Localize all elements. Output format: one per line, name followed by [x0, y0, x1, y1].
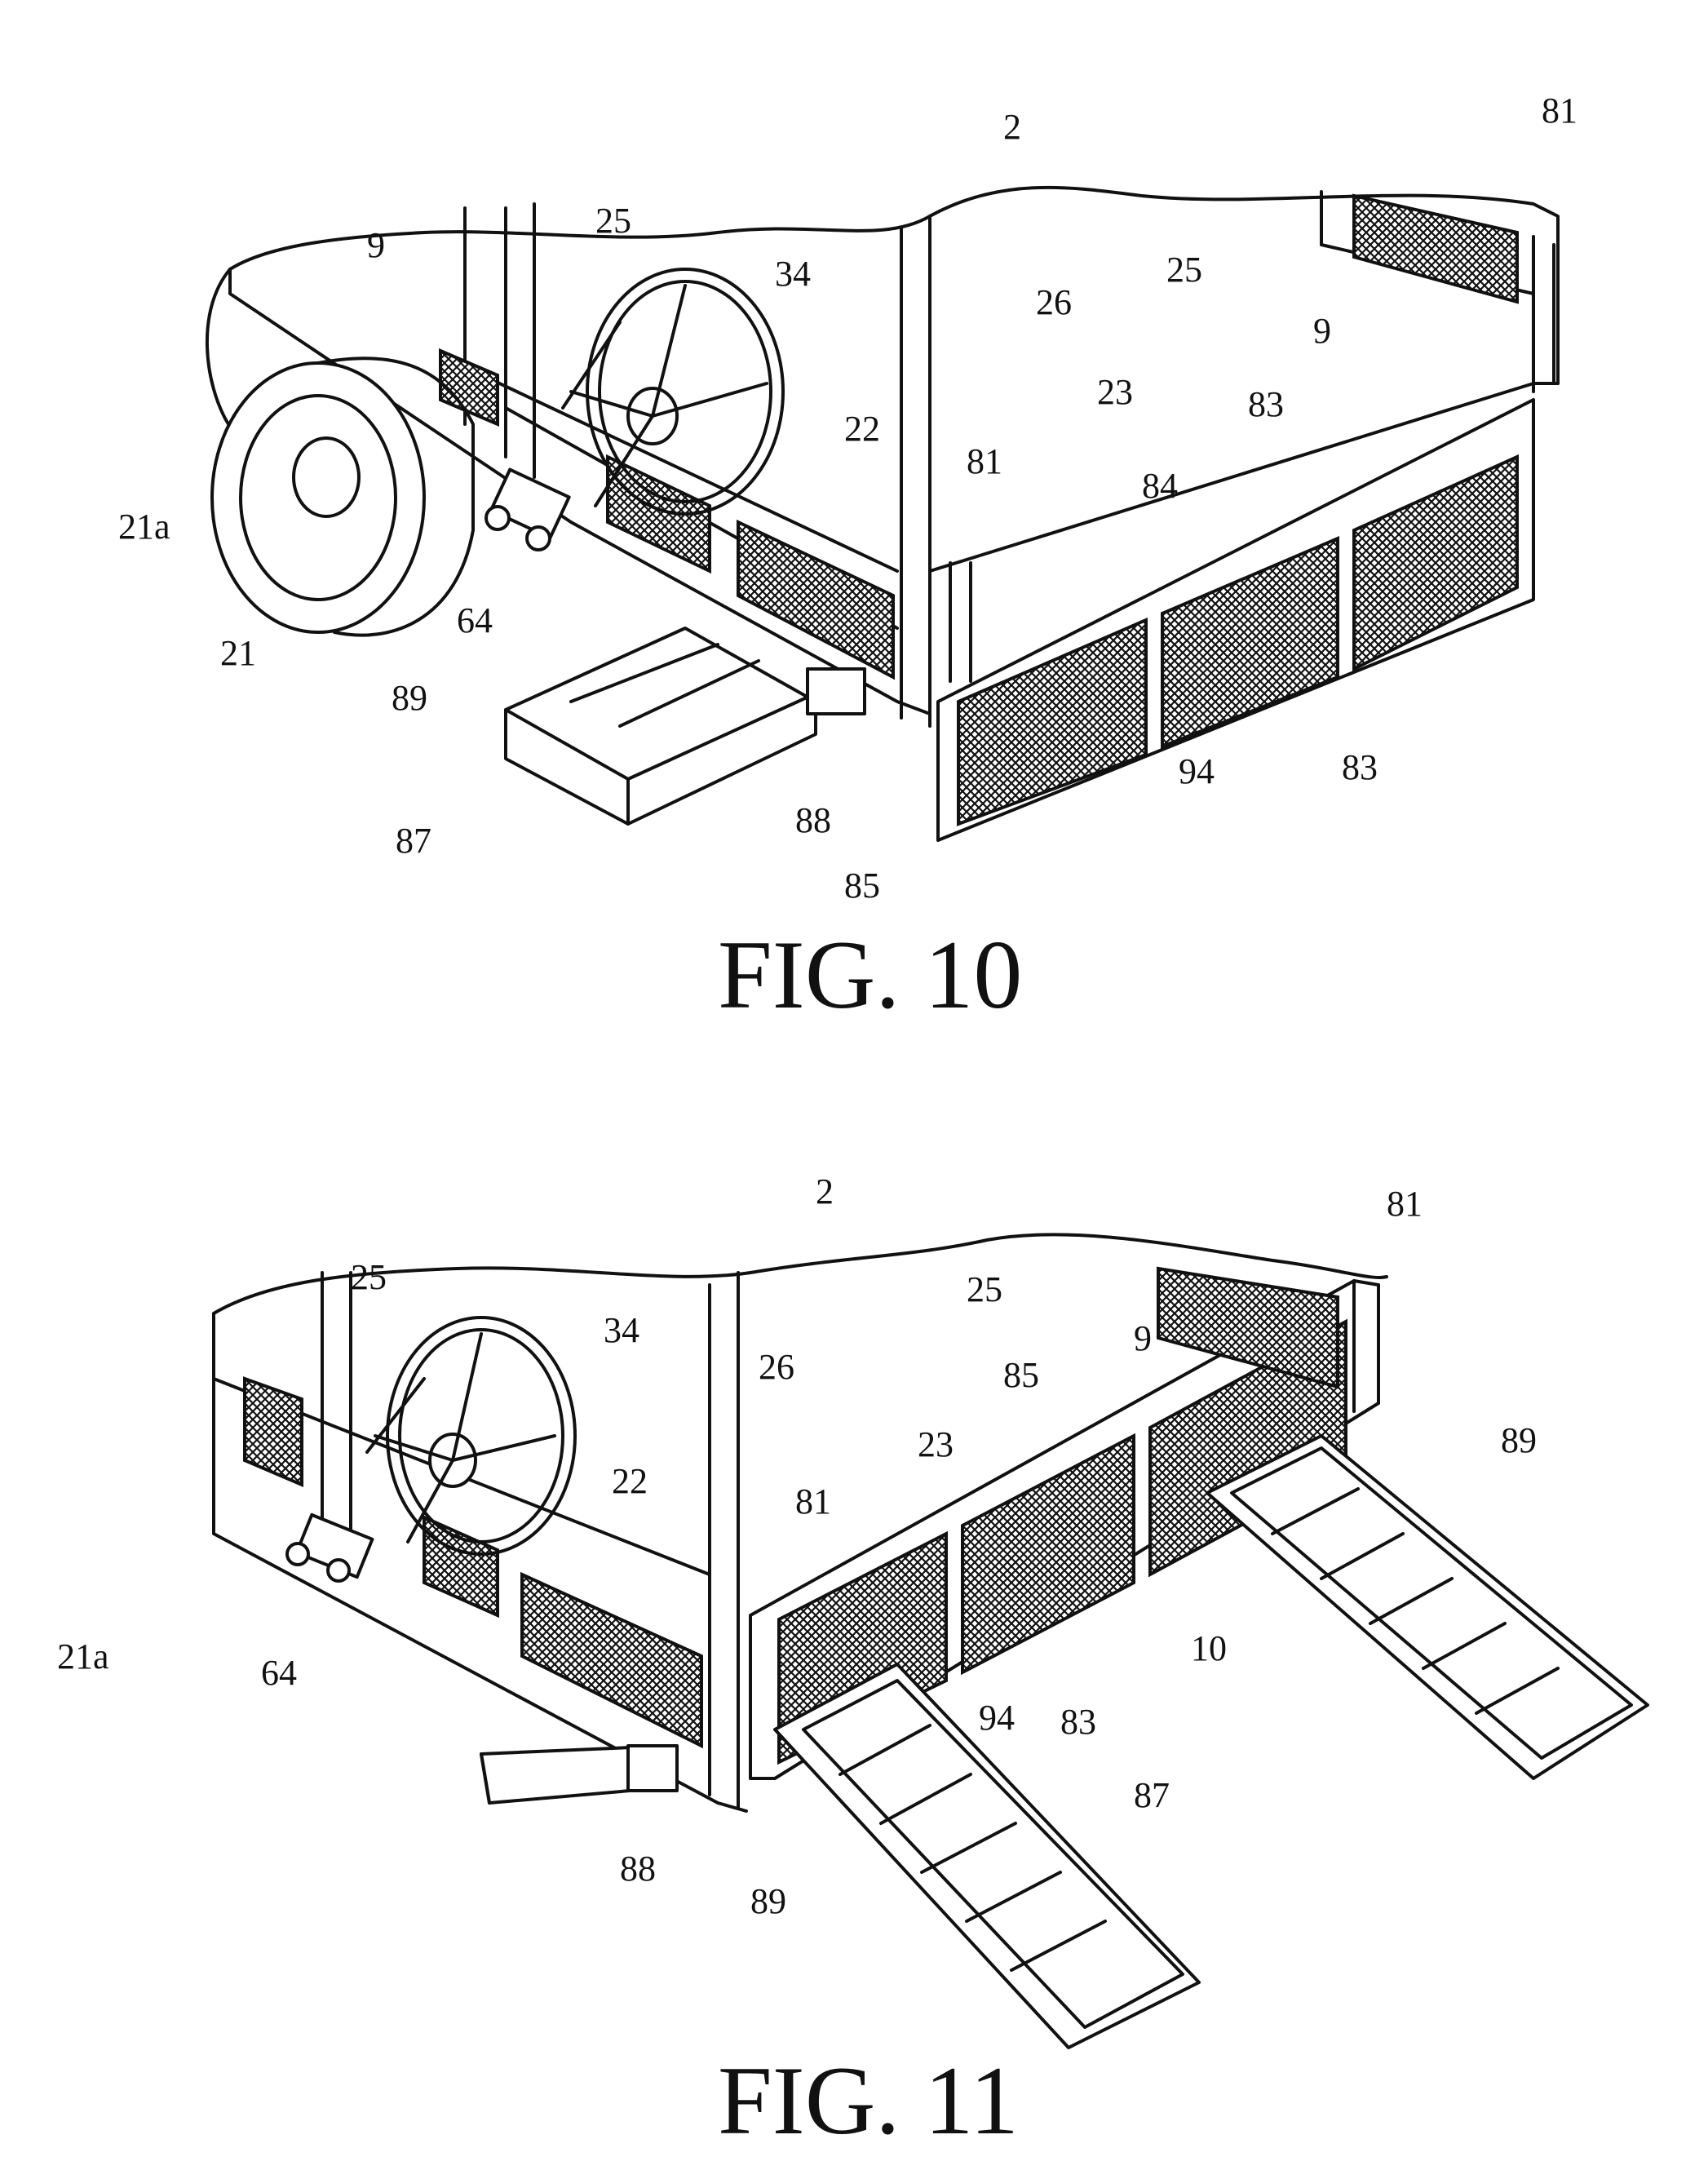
hand-wheel [561, 268, 785, 516]
reference-numeral: 89 [1501, 1420, 1537, 1460]
trailer-body-outline [228, 185, 1560, 385]
reference-numeral: 9 [1134, 1318, 1152, 1358]
reference-numeral: 83 [1248, 384, 1284, 424]
fig-10-drawing: FIG. 10 [205, 185, 1560, 1029]
reference-numeral: 2 [816, 1171, 834, 1211]
reference-numeral: 83 [1342, 747, 1378, 787]
reference-numeral: 85 [1003, 1355, 1039, 1395]
reference-numeral: 89 [750, 1881, 786, 1921]
hitch-11 [285, 1512, 374, 1583]
reference-numeral: 94 [979, 1698, 1015, 1738]
fig-11-caption: FIG. 11 [718, 2046, 1019, 2155]
reference-numeral: 2 [1003, 107, 1021, 147]
reference-numeral: 25 [1166, 250, 1202, 290]
fig-11-drawing: FIG. 11 [212, 1233, 1649, 2155]
reference-numeral: 81 [967, 441, 1002, 481]
fig-10-caption: FIG. 10 [718, 920, 1022, 1029]
reference-numeral: 34 [775, 254, 811, 294]
corner-post-11 [708, 1271, 740, 1809]
side-wall-bottom [228, 268, 931, 715]
side-wall-11 [212, 1312, 748, 1813]
side-rail [463, 365, 899, 573]
reference-numeral: 64 [457, 600, 493, 640]
reference-numeral: 21a [118, 507, 170, 547]
gate-post-81-left [949, 561, 972, 683]
reference-numeral: 9 [1313, 311, 1331, 351]
reference-numeral: 81 [1542, 91, 1577, 131]
reference-numeral: 88 [620, 1849, 656, 1889]
reference-numeral: 23 [1097, 372, 1133, 412]
side-mesh-panel-3 [439, 348, 499, 427]
corner-post [900, 215, 931, 728]
trailer-body-outline-11 [212, 1233, 1388, 1315]
reference-numeral: 21a [57, 1636, 109, 1676]
reference-numeral: 23 [918, 1424, 954, 1464]
side-mesh-11-b [520, 1571, 703, 1749]
hitch [485, 467, 571, 551]
gate-mesh-panel-3 [1352, 454, 1519, 672]
side-post-11 [321, 1271, 352, 1568]
reference-numeral: 22 [612, 1461, 648, 1501]
gate-mesh-panel-2 [1161, 535, 1339, 749]
side-post-25 [504, 202, 536, 479]
ramp-right [1206, 1434, 1649, 1780]
reference-numeral: 88 [795, 800, 831, 840]
rear-mesh-panel [1352, 193, 1519, 304]
wheel [210, 357, 475, 637]
gate-post-11-right [1352, 1279, 1380, 1413]
reference-numeral: 81 [1387, 1184, 1423, 1224]
reference-numeral: 34 [604, 1310, 639, 1350]
reference-numeral: 64 [261, 1653, 297, 1693]
reference-numeral: 85 [844, 866, 880, 906]
reference-numeral: 83 [1060, 1702, 1096, 1742]
gate-mesh-11-2 [961, 1433, 1135, 1676]
reference-numeral: 26 [1036, 282, 1072, 322]
reference-numeral: 87 [1134, 1775, 1170, 1815]
reference-numeral: 9 [367, 225, 385, 265]
reference-numeral: 25 [967, 1269, 1002, 1309]
side-mesh-panel-2 [737, 519, 895, 680]
hand-wheel-11 [365, 1316, 577, 1556]
reference-labels: 2 81 25 34 9 26 25 9 23 83 84 81 22 21a 64 21 89 94 83 87 88… [57, 91, 1577, 1921]
reference-numeral: 87 [396, 821, 431, 861]
side-mesh-panel-1 [606, 454, 711, 574]
reference-numeral: 10 [1191, 1628, 1227, 1668]
stowed-box [480, 1744, 679, 1805]
gate-mesh-panel-1 [957, 617, 1148, 826]
reference-numeral: 89 [392, 678, 427, 718]
gate-post-81-right [1532, 235, 1555, 393]
reference-numeral: 26 [759, 1347, 794, 1387]
reference-numeral: 94 [1179, 751, 1215, 791]
reference-numeral: 81 [795, 1481, 831, 1521]
reference-numeral: 25 [351, 1257, 387, 1297]
reference-numeral: 22 [844, 409, 880, 449]
ramp-left [773, 1663, 1201, 2049]
reference-numeral: 84 [1142, 466, 1178, 506]
side-mesh-11-a [243, 1376, 303, 1488]
rear-mesh-11 [1157, 1266, 1339, 1389]
fender [205, 268, 232, 426]
reference-numeral: 25 [595, 201, 631, 241]
reference-numeral: 21 [220, 633, 256, 673]
side-mesh-11-c [423, 1514, 499, 1619]
drawer [504, 627, 866, 826]
